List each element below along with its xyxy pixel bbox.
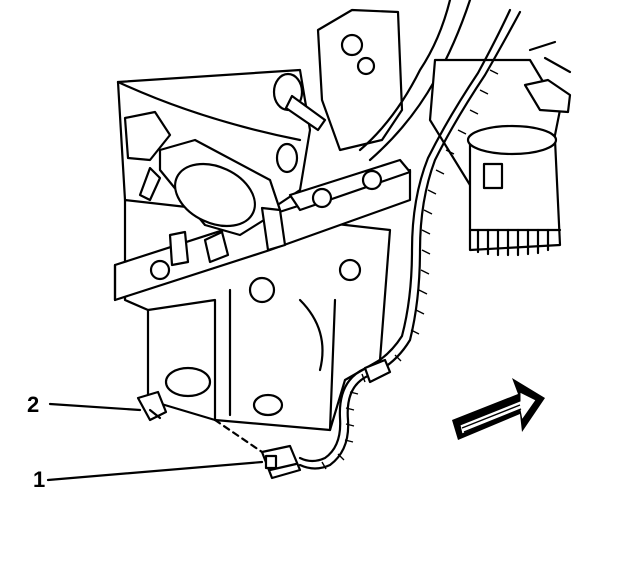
wiring-harness (298, 8, 522, 470)
throttle-body (138, 138, 287, 264)
bracket (136, 390, 168, 422)
connector (213, 418, 302, 480)
oil-filter (428, 40, 572, 257)
callout-1-label: 1 (33, 467, 46, 492)
callout-2-label: 2 (27, 392, 40, 417)
arrow-icon (452, 378, 545, 440)
callout-2-leader (48, 402, 142, 412)
upper-bracket (272, 0, 472, 174)
callout-1-leader (46, 460, 264, 482)
